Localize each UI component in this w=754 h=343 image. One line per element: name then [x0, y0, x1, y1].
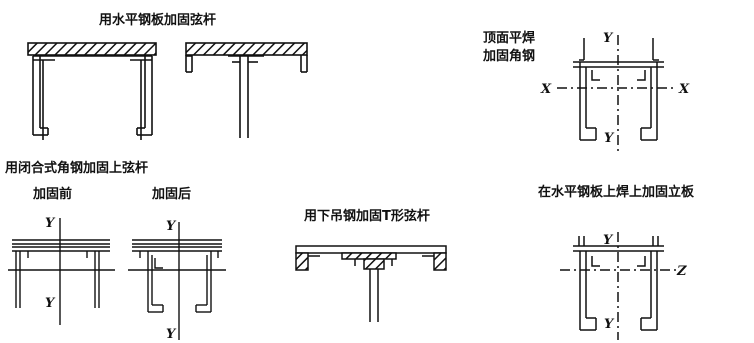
axis-label-x: X [541, 82, 552, 97]
caption-t-chord-reinforcement: 用下吊钢加固T形弦杆 [304, 209, 430, 224]
section-horizontal-plate-a [27, 42, 157, 140]
axis-label-y: Y [166, 219, 176, 234]
caption-vertical-plate-reinforcement: 在水平钢板上焊上加固立板 [538, 185, 695, 200]
section-horizontal-plate-b [185, 42, 308, 138]
section-top-welded-angle [557, 35, 676, 152]
axis-label-y: Y [603, 233, 613, 248]
caption-top-weld-line1: 顶面平焊 [483, 31, 536, 46]
caption-top-weld-line2: 加固角钢 [483, 49, 536, 64]
axis-label-y: Y [604, 131, 614, 146]
caption-after-reinforcement: 加固后 [152, 187, 192, 202]
axis-label-y: Y [166, 327, 176, 342]
caption-closed-angle-reinforcement: 用闭合式角钢加固上弦杆 [5, 161, 149, 176]
section-before-reinforcement [8, 218, 115, 325]
caption-before-reinforcement: 加固前 [33, 187, 73, 202]
axis-label-y: Y [45, 216, 55, 231]
axis-label-y: Y [604, 317, 614, 332]
axis-label-z: Z [677, 264, 687, 279]
section-vertical-plate [560, 232, 676, 340]
caption-horizontal-plate-reinforcement: 用水平钢板加固弦杆 [99, 13, 217, 28]
axis-label-y: Y [45, 296, 55, 311]
axis-label-y: Y [603, 31, 613, 46]
section-t-chord-hanging-steel [295, 245, 447, 322]
axis-label-x: X [679, 82, 690, 97]
section-after-reinforcement [128, 222, 226, 340]
